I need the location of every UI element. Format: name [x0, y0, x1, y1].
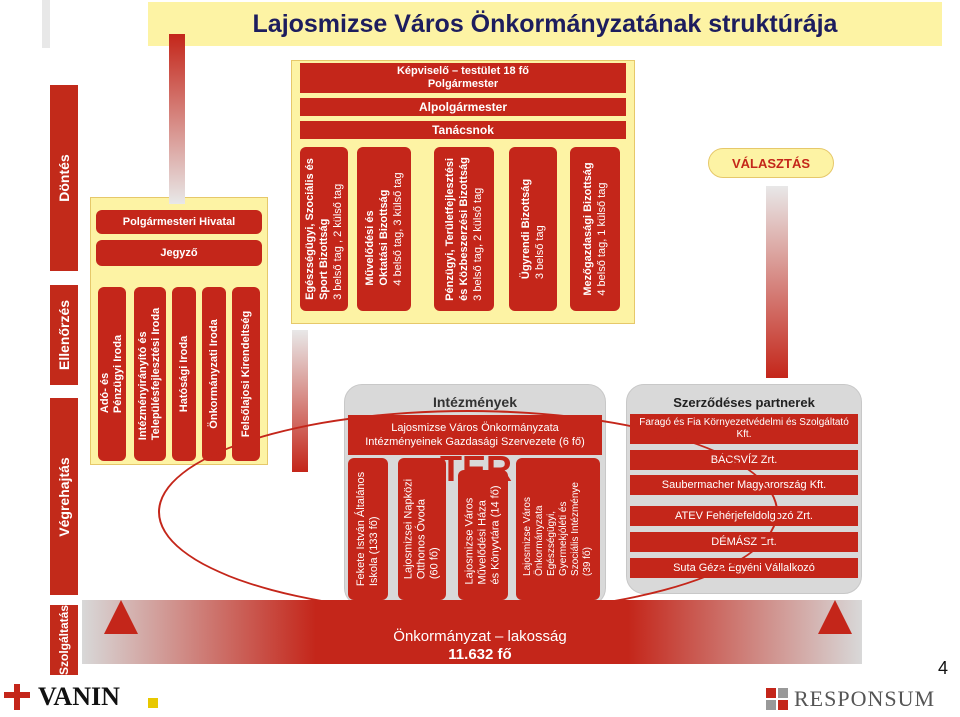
- onkormanyzat-lakossag: Önkormányzat – lakosság 11.632 fő: [393, 628, 567, 663]
- dept-onkormanyzati: Önkormányzati Iroda: [202, 287, 226, 461]
- arrow-up-left: [96, 600, 146, 680]
- responsum-logo: RESPONSUM: [794, 686, 936, 711]
- jegyzo: Jegyző: [96, 240, 262, 266]
- tanacsnok: Tanácsnok: [300, 121, 626, 139]
- dept-hatosagi: Hatósági Iroda: [172, 287, 196, 461]
- page-number: 4: [938, 658, 949, 678]
- vanin-dot: [148, 698, 158, 708]
- valasztas-badge: VÁLASZTÁS: [708, 148, 834, 178]
- footer: [0, 678, 960, 717]
- vanin-logo-mark: [4, 684, 30, 710]
- left-stripe: [42, 0, 50, 48]
- kepviselo-testulet: Képviselő – testület 18 fő Polgármester: [300, 63, 626, 93]
- side-label-ellenorzes: Ellenőrzés: [50, 285, 78, 385]
- vanin-logo: VANIN: [38, 682, 120, 711]
- alpolgarmester: Alpolgármester: [300, 98, 626, 116]
- arrow-up-right: [810, 600, 860, 680]
- dept-felsolajosi: Felsőlajosi Kirendeltség: [232, 287, 260, 461]
- connector-left: [169, 34, 185, 204]
- polgarmesteri-hivatal: Polgármesteri Hivatal: [96, 210, 262, 234]
- connector-right: [766, 186, 788, 378]
- ter-ellipse: [158, 410, 778, 614]
- page-title: Lajosmizse Város Önkormányzatának strukt…: [252, 9, 838, 38]
- bottom-band: [82, 600, 862, 664]
- responsum-logo-mark: [766, 688, 790, 710]
- institutions-title: Intézmények: [432, 394, 518, 410]
- title-bar: Lajosmizse Város Önkormányzatának strukt…: [148, 2, 942, 46]
- side-label-vegrehajtas: Végrehajtás: [50, 398, 78, 595]
- partners-title: Szerződéses partnerek: [673, 394, 815, 410]
- side-label-szolgaltatas: Szolgáltatás: [50, 605, 78, 675]
- side-label-dontes: Döntés: [50, 85, 78, 271]
